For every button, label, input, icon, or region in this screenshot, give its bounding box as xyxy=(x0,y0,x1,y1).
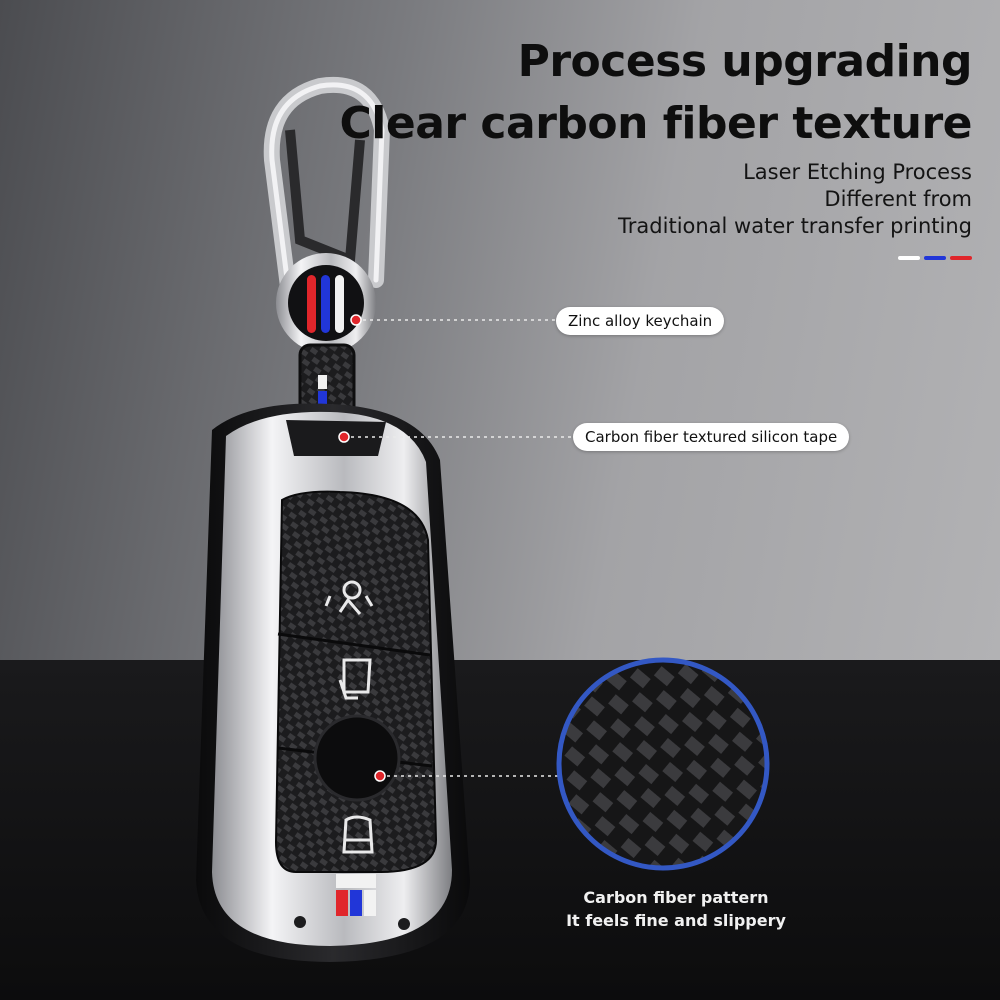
keychain-disc xyxy=(276,253,376,353)
dark-floor xyxy=(0,660,1000,1000)
headline-line-2: Clear carbon fiber texture xyxy=(339,98,973,149)
tricolor-accent xyxy=(898,256,972,260)
subheading-line-1: Laser Etching Process xyxy=(743,160,972,184)
subheading-line-2: Different from xyxy=(824,187,972,211)
carbon-zoom-magnifier xyxy=(556,657,770,871)
trunk-open-icon xyxy=(338,658,372,700)
accent-red xyxy=(950,256,972,260)
tape-marker-dot xyxy=(338,431,350,443)
zoom-caption-subtitle: It feels fine and slippery xyxy=(566,911,786,930)
keychain-marker-dot xyxy=(350,314,362,326)
accent-white xyxy=(898,256,920,260)
panic-alarm-icon xyxy=(324,580,374,615)
trunk-close-icon xyxy=(342,815,374,854)
accent-blue xyxy=(924,256,946,260)
headline-line-1: Process upgrading xyxy=(517,36,973,87)
subheading-line-3: Traditional water transfer printing xyxy=(618,214,972,238)
tape-callout: Carbon fiber textured silicon tape xyxy=(573,423,850,451)
leader-lines xyxy=(344,319,573,777)
pattern-marker-dot xyxy=(374,770,386,782)
carabiner-clip xyxy=(263,77,391,326)
key-fob-body xyxy=(196,403,470,962)
zoom-caption-title: Carbon fiber pattern xyxy=(583,888,769,907)
keychain-callout: Zinc alloy keychain xyxy=(556,307,725,335)
